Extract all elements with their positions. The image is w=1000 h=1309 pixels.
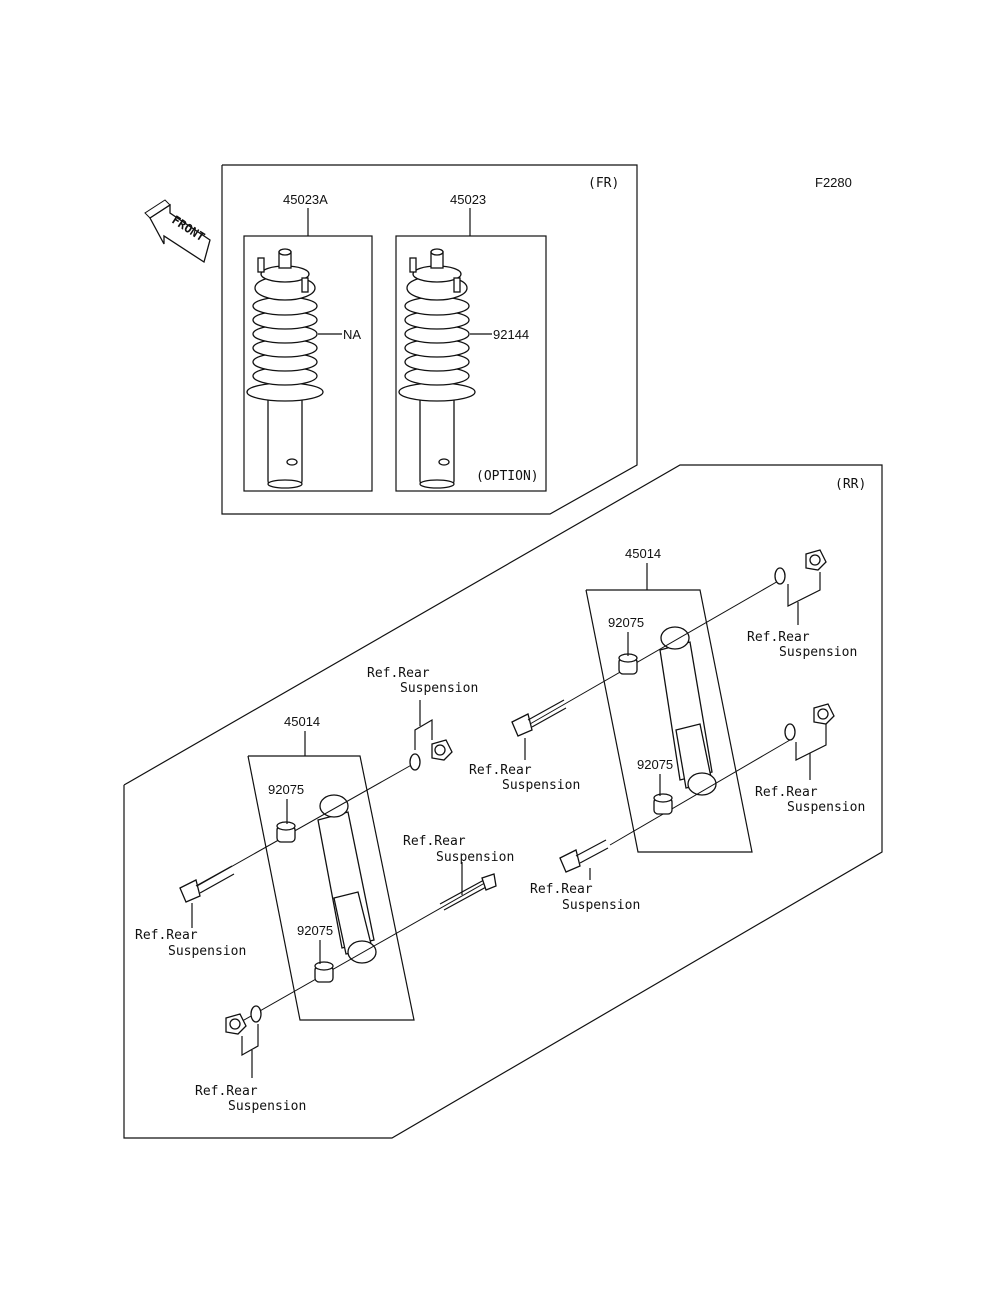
rear-shock-absorber-right (659, 626, 717, 796)
washer-left-upper (409, 753, 421, 771)
ref-right-bolt-line2: Suspension (502, 778, 580, 793)
bushing-left-upper (276, 821, 296, 843)
rear-shock-absorber-left (317, 794, 377, 964)
part-number-45014-right: 45014 (625, 546, 661, 561)
front-section: (FR) 45023A 45023 (221, 164, 638, 515)
nut-right-upper (805, 549, 827, 571)
ref-right-middlenut-line2: Suspension (787, 800, 865, 815)
callout-92075-left-lower: 92075 (297, 923, 333, 938)
shock-box-left (247, 755, 415, 1021)
callout-92075-left-upper: 92075 (268, 782, 304, 797)
nut-left-lower (225, 1013, 247, 1035)
rear-section-tag: (RR) (835, 477, 866, 492)
washer-right-middle (784, 723, 796, 741)
ref-right-nut-line1: Ref.Rear (747, 630, 810, 645)
part-box-45023 (395, 235, 547, 492)
part-number-45014-left: 45014 (284, 714, 320, 729)
figure-code: F2280 (815, 175, 852, 190)
bolt-right-upper (511, 699, 567, 737)
ref-left-lowerbolt-line2: Suspension (436, 850, 514, 865)
ref-left-lowernut-line1: Ref.Rear (195, 1084, 258, 1099)
washer-right-upper (774, 567, 786, 585)
rear-section: (RR) 45014 92075 92075 (123, 464, 883, 1139)
ref-right-bolt-line1: Ref.Rear (469, 763, 532, 778)
ref-left-nut-line2: Suspension (400, 681, 478, 696)
part-box-45023a (243, 235, 373, 492)
part-number-45023: 45023 (450, 192, 486, 207)
ref-left-lowerbolt-line1: Ref.Rear (403, 834, 466, 849)
front-arrow-icon: FRONT (144, 199, 211, 264)
callout-92075-right-upper: 92075 (608, 615, 644, 630)
callout-na: NA (343, 327, 361, 342)
nut-left-upper (431, 739, 453, 761)
washer-left-lower (250, 1005, 262, 1023)
bushing-left-lower (314, 961, 334, 983)
front-shock-absorber-a (246, 248, 324, 489)
option-label: (OPTION) (476, 469, 539, 484)
bushing-right-lower (653, 793, 673, 815)
ref-right-middlenut-line1: Ref.Rear (755, 785, 818, 800)
ref-left-lowernut-line2: Suspension (228, 1099, 306, 1114)
shock-box-right (585, 589, 753, 853)
ref-right-lowerbolt-line1: Ref.Rear (530, 882, 593, 897)
ref-left-bolt-line1: Ref.Rear (135, 928, 198, 943)
ref-left-nut-line1: Ref.Rear (367, 666, 430, 681)
nut-right-middle (813, 703, 835, 725)
bolt-left-upper (179, 865, 235, 903)
front-section-tag: (FR) (588, 176, 619, 191)
ref-right-lowerbolt-line2: Suspension (562, 898, 640, 913)
front-shock-absorber-b (398, 248, 476, 489)
bushing-right-upper (618, 653, 638, 675)
bolt-right-lower (559, 839, 609, 873)
ref-left-bolt-line2: Suspension (168, 944, 246, 959)
bolt-left-lower (439, 873, 497, 911)
part-number-45023a: 45023A (283, 192, 328, 207)
callout-92144: 92144 (493, 327, 529, 342)
ref-right-nut-line2: Suspension (779, 645, 857, 660)
callout-92075-right-lower: 92075 (637, 757, 673, 772)
